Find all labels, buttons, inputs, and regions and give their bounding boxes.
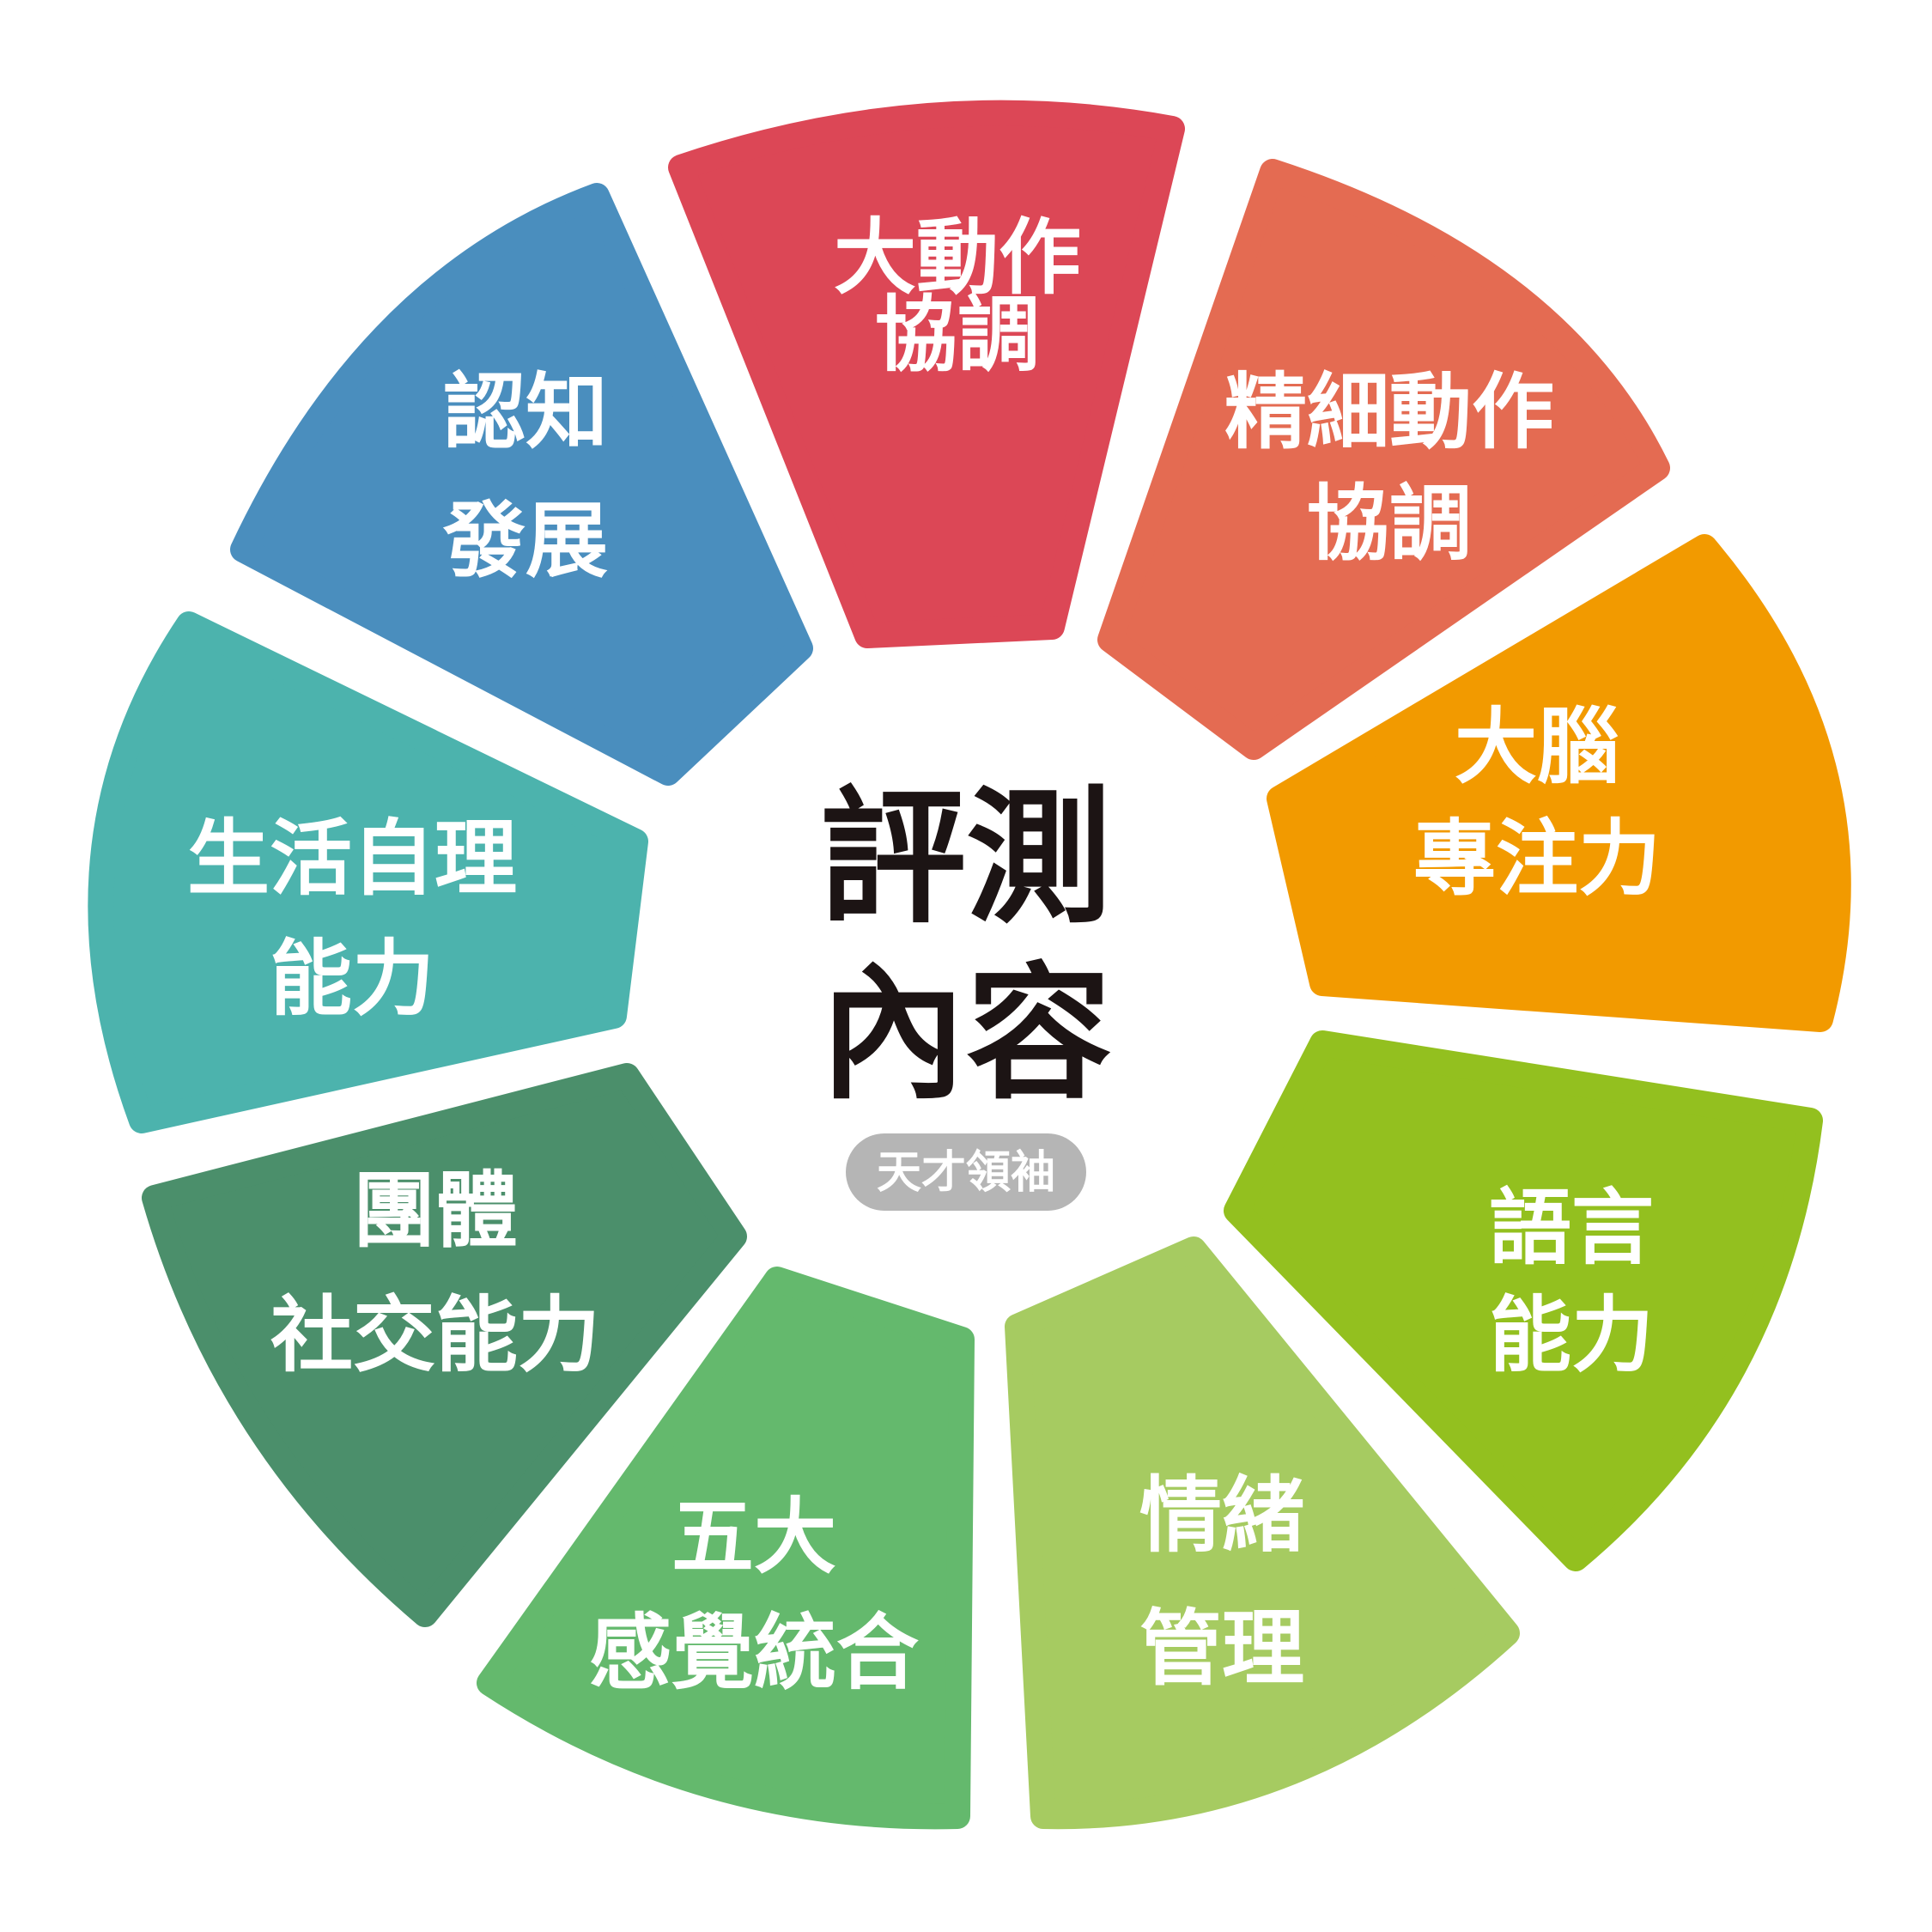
segment-label-sensory-line1: 五大 [671,1489,836,1585]
segment-label-cognitive-line1: 認知 [443,364,608,460]
center-title-line1: 評測 [820,774,1112,944]
segment-shape-social [142,1063,747,1627]
segment-label-gross-motor-line1: 大動作 [834,210,1081,306]
segment-label-self-care-line2: 能力 [270,931,434,1027]
segment-shape-sensory [477,1267,975,1830]
segment-shape-self-care [88,611,648,1133]
segment-label-cognitive-line2: 發展 [442,493,608,589]
segment-shape-fine-motor [1097,159,1670,760]
segment-shape-cognitive [230,183,813,786]
wheel-segments: 大動作協調精細動作協調大腦專注力語言能力情緒管理五大感覺統合團體社交能力生活自理… [88,100,1851,1830]
segment-label-emotion-line2: 管理 [1139,1601,1304,1697]
segment-label-social-line2: 社交能力 [270,1287,600,1383]
segment-label-social-line1: 團體 [353,1163,518,1259]
segment-label-language-line2: 能力 [1489,1287,1654,1383]
segment-label-fine-motor-line1: 精細動作 [1224,364,1554,460]
center-title-line2: 內容 [820,950,1112,1120]
segment-label-fine-motor-line2: 協調 [1307,476,1472,572]
segment-shape-emotion [1005,1236,1520,1830]
segment-label-attention-line2: 專注力 [1413,811,1661,907]
segment-shape-gross-motor [668,100,1185,648]
segment-shape-attention [1267,534,1851,1032]
segment-label-attention-line1: 大腦 [1455,699,1619,795]
wheel-center: 評測 內容 天才領袖 [820,774,1112,1211]
segment-label-self-care-line1: 生活自理 [187,811,517,907]
segment-label-emotion-line1: 情緒 [1139,1467,1304,1564]
segment-label-language-line1: 語言 [1489,1180,1654,1276]
segment-shape-language [1224,1030,1823,1571]
brand-badge-label: 天才領袖 [877,1147,1055,1199]
brand-badge [846,1133,1086,1211]
segment-label-gross-motor-line2: 協調 [875,287,1040,383]
segment-label-sensory-line2: 感覺統合 [589,1605,919,1701]
